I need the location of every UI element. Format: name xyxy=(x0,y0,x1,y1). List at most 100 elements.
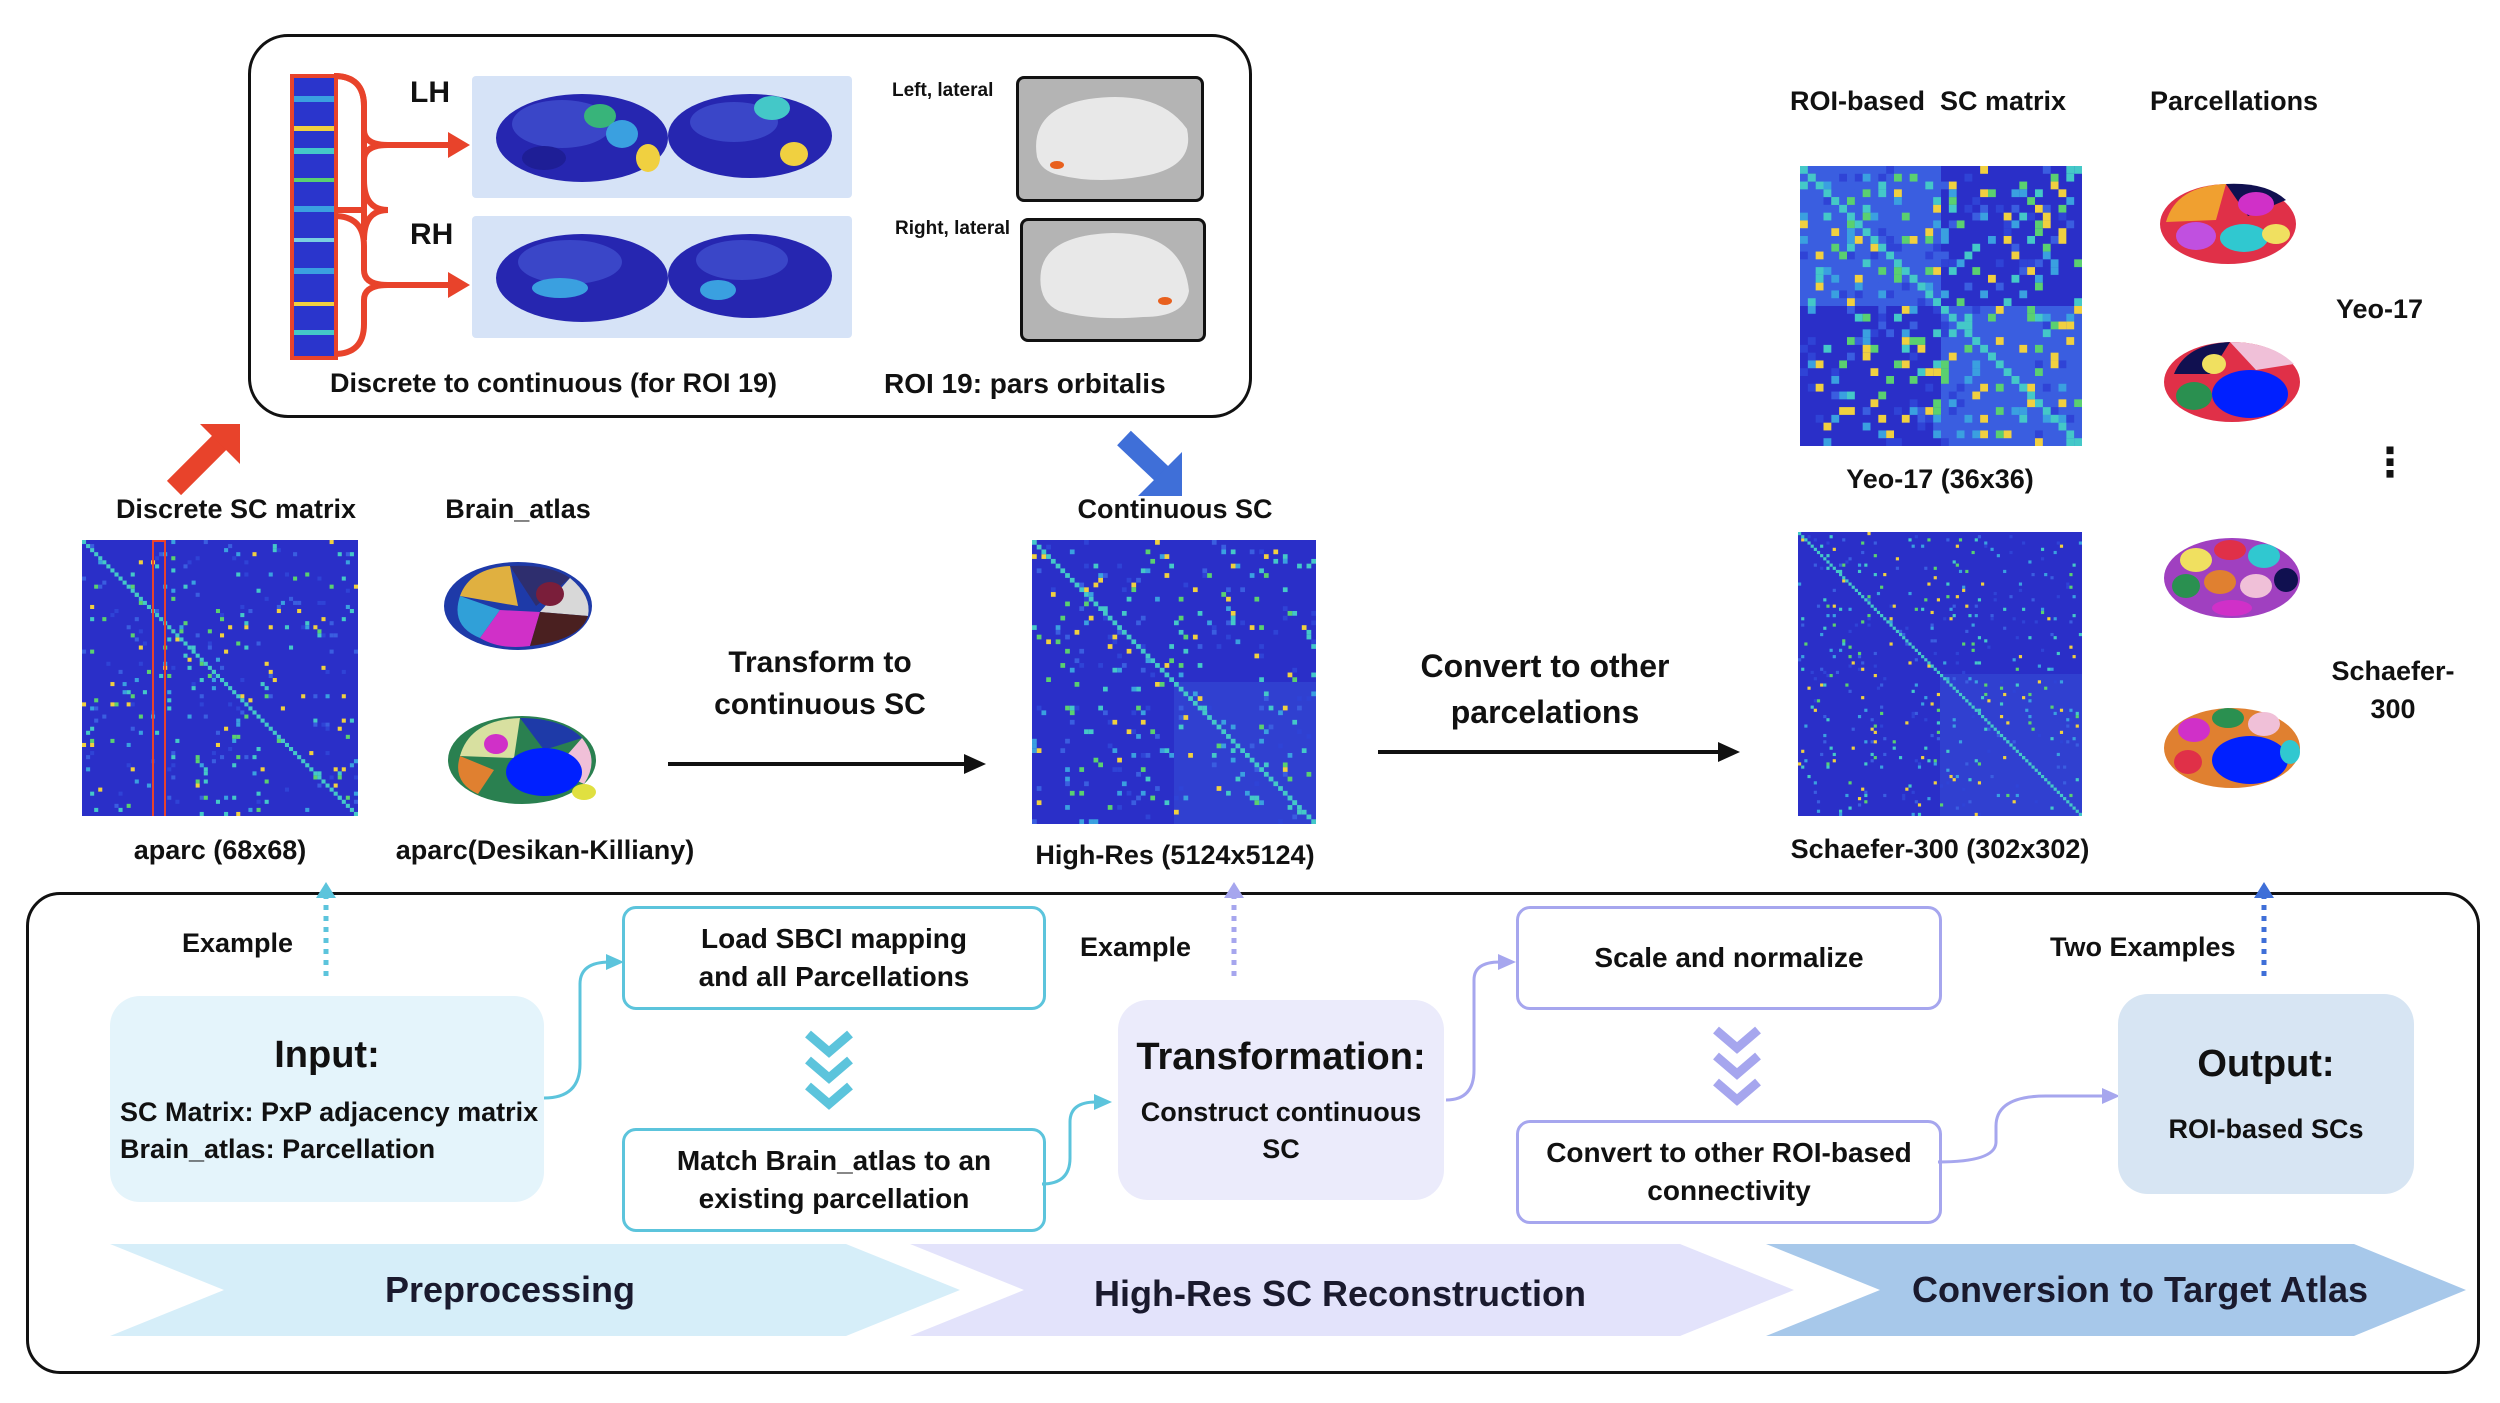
matrix-cell xyxy=(1263,554,1269,559)
matrix-cell xyxy=(203,771,208,776)
matrix-cell xyxy=(2035,344,2043,353)
lh-label: LH xyxy=(410,76,450,109)
matrix-cell xyxy=(2059,730,2064,734)
matrix-diagonal xyxy=(1268,776,1274,782)
matrix-cell xyxy=(1159,748,1165,753)
matrix-cell xyxy=(2018,588,2023,592)
matrix-cell xyxy=(329,775,334,780)
matrix-cell xyxy=(2018,655,2023,659)
matrix-cell xyxy=(1835,670,1840,674)
matrix-cell xyxy=(1169,563,1174,569)
matrix-cell xyxy=(1079,648,1085,654)
matrix-cell xyxy=(1878,321,1887,330)
matrix-cell xyxy=(2019,290,2028,299)
matrix-cell xyxy=(126,742,131,747)
matrix-cell xyxy=(94,718,99,723)
matrix-cell xyxy=(305,621,310,626)
matrix-cell xyxy=(1801,617,1805,621)
matrix-diagonal xyxy=(1940,674,1944,678)
matrix-cell xyxy=(2035,259,2043,268)
example-right-label: Two Examples xyxy=(2050,932,2236,962)
matrix-cell xyxy=(1862,313,1871,322)
matrix-cell xyxy=(1831,228,1840,236)
matrix-diagonal xyxy=(313,771,318,776)
matrix-cell xyxy=(1999,680,2004,684)
matrix-cell xyxy=(1800,344,1808,353)
matrix-cell xyxy=(211,673,216,678)
matrix-cell xyxy=(1864,762,1868,766)
matrix-cell xyxy=(2050,806,2054,810)
matrix-cell xyxy=(1908,538,1912,542)
matrix-cell xyxy=(130,584,135,589)
matrix-cell xyxy=(2042,204,2051,213)
matrix-cell xyxy=(183,621,188,626)
matrix-diagonal xyxy=(248,706,253,711)
matrix-diagonal xyxy=(1121,629,1127,635)
matrix-cell xyxy=(1226,587,1231,593)
matrix-cell xyxy=(2050,407,2059,415)
matrix-cell xyxy=(1886,376,1894,384)
matrix-cell xyxy=(1292,814,1298,820)
matrix-cell xyxy=(1055,625,1061,630)
matrix-cell xyxy=(1927,797,1931,801)
connector-convert-output xyxy=(1937,1088,2120,1164)
matrix-cell xyxy=(1839,251,1847,260)
output-title: Output: xyxy=(2197,1043,2335,1085)
matrix-cell xyxy=(1862,189,1871,198)
matrix-cell xyxy=(1278,819,1283,824)
matrix-cell xyxy=(2058,212,2067,221)
matrix-cell xyxy=(2074,407,2082,415)
matrix-diagonal xyxy=(1240,748,1245,753)
matrix-cell xyxy=(317,783,322,788)
matrix-cell xyxy=(337,775,342,780)
matrix-cell xyxy=(1894,173,1902,182)
matrix-cell xyxy=(1297,809,1302,815)
matrix-cell xyxy=(1801,667,1805,671)
yeo-17-caption: Yeo-17 (36x36) xyxy=(1846,464,2034,494)
matrix-diagonal xyxy=(1977,711,1982,716)
matrix-cell xyxy=(1867,617,1871,621)
matrix-cell xyxy=(236,552,241,557)
schaefer-brain-2 xyxy=(2164,708,2300,788)
schaefer-300-matrix xyxy=(1798,532,2082,816)
matrix-cell xyxy=(2058,321,2067,330)
matrix-cell xyxy=(1820,632,1824,637)
matrix-cell xyxy=(1925,181,1934,190)
matrix-cell xyxy=(1925,228,1934,236)
matrix-diagonal xyxy=(1036,544,1042,550)
matrix-cell xyxy=(1972,391,1981,400)
matrix-cell xyxy=(1878,313,1887,322)
matrix-cell xyxy=(2035,282,2043,291)
matrix-diagonal xyxy=(1311,819,1316,824)
matrix-diagonal xyxy=(1297,805,1302,810)
matrix-cell xyxy=(171,763,176,768)
matrix-cell xyxy=(1254,781,1260,787)
matrix-cell xyxy=(1925,251,1934,260)
matrix-cell xyxy=(1864,800,1868,804)
matrix-diagonal xyxy=(1847,212,1855,221)
matrix-diagonal xyxy=(1958,692,1963,697)
matrix-diagonal xyxy=(2025,759,2029,763)
matrix-cell xyxy=(1065,648,1070,654)
matrix-cell xyxy=(1861,696,1865,700)
matrix-cell xyxy=(1854,623,1858,627)
matrix-cell xyxy=(1873,740,1877,744)
matrix-cell xyxy=(1117,653,1122,659)
matrix-cell xyxy=(1221,544,1227,550)
matrix-cell xyxy=(199,795,204,800)
matrix-cell xyxy=(1941,321,1949,330)
matrix-diagonal xyxy=(207,665,212,670)
matrix-diagonal xyxy=(1867,601,1871,605)
caption-discrete-to-continuous: Discrete to continuous (for ROI 19) xyxy=(330,368,778,398)
matrix-cell xyxy=(1968,778,1972,782)
matrix-diagonal xyxy=(220,678,225,683)
matrix-cell xyxy=(1820,566,1824,570)
matrix-cell xyxy=(1878,414,1887,423)
matrix-diagonal xyxy=(2050,414,2059,423)
matrix-cell xyxy=(276,548,281,553)
matrix-cell xyxy=(1886,329,1894,338)
matrix-cell xyxy=(1226,596,1231,602)
matrix-cell xyxy=(138,560,143,565)
matrix-diagonal xyxy=(1987,721,1991,725)
matrix-cell xyxy=(232,738,237,743)
